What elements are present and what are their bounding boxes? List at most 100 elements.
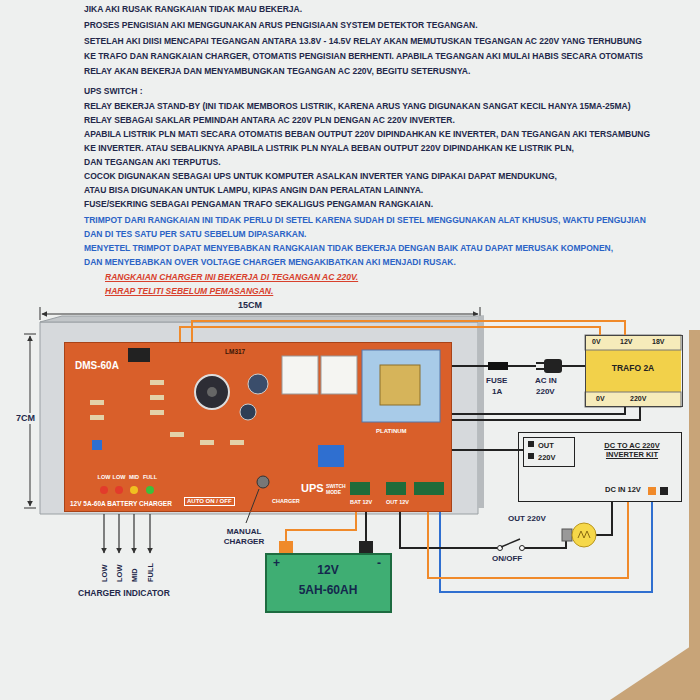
dimension-label: 7CM bbox=[14, 413, 37, 424]
wire-connector bbox=[452, 407, 640, 420]
board-components bbox=[90, 348, 444, 495]
wire-connector bbox=[428, 502, 628, 578]
wire-connector bbox=[452, 449, 523, 451]
led-label: LOW bbox=[98, 474, 111, 481]
board-components bbox=[195, 375, 229, 409]
button-label: CHARGER bbox=[272, 498, 300, 505]
board-components bbox=[92, 440, 102, 450]
warning-text: RANGKAIAN CHARGER INI BEKERJA DI TEGANGA… bbox=[105, 272, 358, 282]
dimension-line bbox=[24, 508, 36, 509]
plug-symbol bbox=[536, 359, 562, 373]
component-label: PLATINUM bbox=[376, 428, 407, 435]
wire-connector bbox=[365, 512, 367, 553]
wire bbox=[192, 321, 652, 592]
wire bbox=[596, 502, 612, 535]
wire bbox=[562, 365, 585, 367]
plug-symbol bbox=[536, 368, 544, 370]
lamp-symbol bbox=[578, 531, 590, 538]
part-label: CHARGER INDICATOR bbox=[78, 588, 170, 598]
pcb-board: DMS-60ALM31712V 5A-60A BATTERY CHARGERAU… bbox=[64, 342, 452, 512]
board-components bbox=[386, 482, 406, 495]
part-label: AC IN bbox=[535, 376, 557, 386]
note-text: MENYETEL TRIMPOT DAPAT MENYEBABKAN RANGK… bbox=[84, 243, 613, 253]
part-label: FUSE bbox=[486, 376, 507, 386]
board-components bbox=[321, 356, 357, 394]
board-components bbox=[128, 348, 150, 362]
indicator-arrow bbox=[149, 514, 150, 553]
terminal-label: OUT 12V bbox=[386, 499, 409, 506]
fuse-symbol bbox=[488, 362, 508, 370]
board-label: UPS bbox=[301, 482, 324, 495]
switch-symbol bbox=[501, 539, 520, 547]
board-components bbox=[130, 486, 138, 494]
indicator-label: LOW bbox=[100, 565, 109, 583]
board-components bbox=[146, 486, 154, 494]
transformer-body bbox=[585, 335, 681, 407]
board-components bbox=[248, 374, 268, 394]
heatsink bbox=[40, 316, 484, 514]
terminal-label: 0V bbox=[592, 338, 601, 346]
dimension-line bbox=[40, 307, 41, 320]
terminal-square bbox=[660, 487, 668, 495]
note-text: DAN TEGANGAN AKI TERPUTUS. bbox=[84, 157, 221, 167]
battery-label: 12V bbox=[267, 563, 389, 577]
wire bbox=[192, 321, 625, 342]
heatsink bbox=[478, 316, 484, 508]
polarity-mark: - bbox=[377, 556, 381, 570]
terminal-label: BAT 12V bbox=[350, 499, 372, 506]
board-components bbox=[240, 404, 256, 420]
board-components bbox=[207, 387, 217, 397]
indicator-arrow bbox=[104, 514, 150, 553]
indicator-arrow bbox=[103, 514, 104, 553]
note-text: ATAU BISA DIGUNAKAN UNTUK LAMPU, KIPAS A… bbox=[84, 185, 423, 195]
part-label: 1A bbox=[492, 387, 502, 397]
terminal-label: 12V bbox=[620, 338, 632, 346]
plug-symbol bbox=[536, 362, 544, 364]
part-label: OUT 220V bbox=[508, 514, 546, 524]
board-components bbox=[100, 486, 108, 494]
polarity-mark: + bbox=[273, 556, 280, 570]
indicator-label: FULL bbox=[146, 563, 155, 582]
leader-line bbox=[246, 489, 259, 523]
board-components bbox=[150, 410, 164, 415]
note-text: PROSES PENGISIAN AKI MENGGUNAKAN ARUS PE… bbox=[84, 20, 478, 30]
transformer-body bbox=[585, 335, 681, 350]
indicator-arrow bbox=[133, 514, 134, 553]
note-text: DAN DI TES SATU PER SATU SEBELUM DIPASAR… bbox=[84, 229, 306, 239]
note-text: FUSE/SEKRING SEBAGAI PENGAMAN TRAFO SEKA… bbox=[84, 199, 433, 209]
note-text: KE TRAFO DAN RANGKAIAN CHARGER, OTOMATIS… bbox=[84, 51, 643, 61]
lamp-symbol bbox=[562, 529, 572, 541]
board-components bbox=[350, 482, 370, 495]
board-components bbox=[362, 350, 440, 422]
output-terminal-box: OUT220V bbox=[523, 437, 575, 467]
pcb bbox=[64, 342, 452, 512]
board-components bbox=[150, 380, 164, 385]
wire bbox=[452, 365, 488, 367]
battery-label: 5AH-60AH bbox=[267, 583, 389, 597]
board-label: 12V 5A-60A BATTERY CHARGER bbox=[70, 500, 172, 508]
wire bbox=[508, 365, 536, 367]
note-text: RELAY BEKERJA STAND-BY (INI TIDAK MEMBOR… bbox=[84, 101, 631, 111]
paper-ground bbox=[610, 640, 700, 700]
battery-terminal bbox=[279, 541, 293, 553]
board-components bbox=[257, 476, 269, 488]
part-label: 220V bbox=[536, 387, 555, 397]
board-components bbox=[318, 445, 344, 467]
indicator-arrow bbox=[118, 514, 119, 553]
wire bbox=[286, 512, 356, 541]
terminal-label: DC IN 12V bbox=[605, 485, 641, 494]
switch-symbol bbox=[520, 546, 525, 551]
led-label: LOW bbox=[113, 474, 126, 481]
terminal-square bbox=[528, 453, 534, 459]
battery-terminal bbox=[279, 541, 373, 553]
dimension-line bbox=[24, 334, 36, 335]
board-components bbox=[380, 365, 420, 405]
fuse-symbol bbox=[488, 362, 508, 370]
transformer-box: 0V12V18VTRAFO 2A0V220V bbox=[585, 335, 683, 407]
dimension-line bbox=[42, 314, 478, 315]
board-components bbox=[90, 400, 104, 405]
wire bbox=[452, 407, 625, 414]
